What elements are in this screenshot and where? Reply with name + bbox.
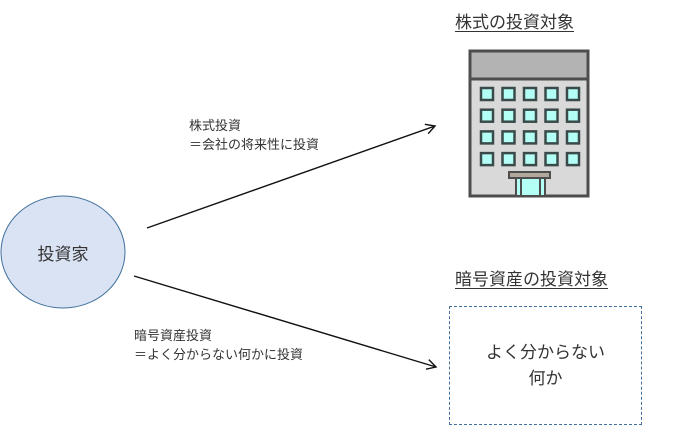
crypto-arrow-label-2: ＝よく分からない何かに投資 — [134, 348, 304, 363]
stock-arrow-label-1: 株式投資 — [189, 119, 242, 134]
building-window — [544, 151, 559, 167]
building-window — [479, 130, 495, 145]
investor-circle — [0, 195, 126, 309]
building-window — [565, 151, 581, 167]
stock-arrow-label-2: ＝会社の将来性に投資 — [189, 138, 320, 153]
building-window — [479, 151, 495, 167]
building-window — [544, 130, 559, 145]
unknown-asset-line-1: よく分からない — [486, 342, 605, 363]
building-window — [565, 108, 581, 123]
building-icon — [468, 49, 590, 198]
investor-label: 投資家 — [37, 244, 89, 265]
building-window — [501, 130, 516, 145]
stock-arrow — [146, 123, 437, 229]
building-window — [501, 151, 516, 167]
building-window — [501, 108, 516, 123]
building-window — [522, 86, 538, 102]
building-window — [479, 86, 495, 102]
crypto-target-title: 暗号資産の投資対象 — [455, 270, 608, 290]
unknown-asset-line-2: 何か — [528, 368, 563, 389]
building-window — [565, 130, 581, 145]
building-window — [522, 151, 538, 167]
stock-target-title: 株式の投資対象 — [455, 13, 574, 33]
building-window — [522, 130, 538, 145]
crypto-arrow — [133, 275, 438, 370]
unknown-asset-box: よく分からない 何か — [449, 306, 642, 425]
building-window — [544, 86, 559, 102]
building-window — [479, 108, 495, 123]
crypto-arrow-label-1: 暗号資産投資 — [134, 329, 213, 344]
building-window — [565, 86, 581, 102]
building-window — [522, 108, 538, 123]
building-window — [501, 86, 516, 102]
building-window — [544, 108, 559, 123]
